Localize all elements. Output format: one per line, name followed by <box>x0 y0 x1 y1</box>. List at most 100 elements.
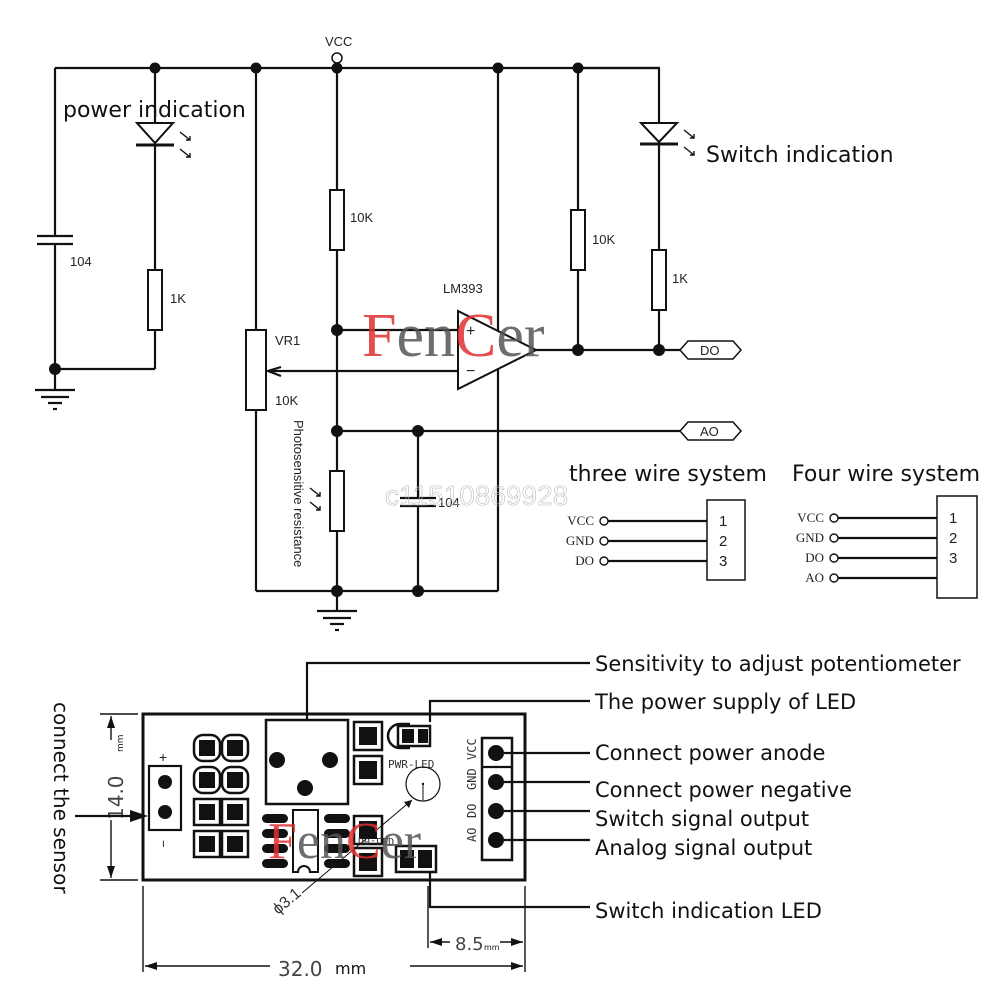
watermark-part: en <box>396 302 455 370</box>
width-dimension: 32.0 mm <box>142 886 526 981</box>
svg-text:DO: DO <box>700 343 720 358</box>
photoresistor-label: Photosensitive resistance <box>291 420 306 567</box>
pot-value: 10K <box>275 393 298 408</box>
pin-header <box>480 736 514 862</box>
watermark-part: C <box>455 302 496 370</box>
three-wire-pin-label: VCC <box>567 513 594 528</box>
callout-label: The power supply of LED <box>594 690 856 714</box>
four-wire-pin-label: VCC <box>797 510 824 525</box>
pwr-led-silk: PWR-LED <box>388 758 434 771</box>
height-value: 14.0 <box>104 775 128 820</box>
three-wire-title: three wire system <box>569 462 767 487</box>
pwr-led-footprint <box>386 722 432 750</box>
terminal-icon <box>599 536 609 546</box>
vcc-terminal-icon <box>331 52 343 64</box>
pin-silk-label: VCC <box>465 738 479 760</box>
faint-id-watermark: c11510869928 <box>385 480 568 511</box>
callout-label: Connect power negative <box>595 778 852 802</box>
r-power-led-value: 1K <box>170 291 186 306</box>
watermark-part: C <box>346 813 381 870</box>
pin-silk-label: AO <box>465 828 479 842</box>
ground-icon-left <box>35 369 75 411</box>
light-divider: 10K Photosensitive resistance <box>291 68 680 591</box>
photoresistor <box>329 470 345 532</box>
pin-silk-label: GND <box>465 768 479 790</box>
callout-label: Switch indication LED <box>595 899 822 923</box>
ao-port: AO <box>678 421 743 441</box>
svg-text:AO: AO <box>700 424 719 439</box>
hole-dimension: ϕ3.1 <box>270 885 305 918</box>
cap-left-value: 104 <box>70 254 92 269</box>
connect-sensor-label: connect the sensor <box>49 702 73 894</box>
three-wire-pin-label: DO <box>575 553 594 568</box>
r-pullup-value: 10K <box>592 232 615 247</box>
fencer-watermark-board: FenCer <box>268 813 421 870</box>
four-wire-connector <box>936 495 978 599</box>
d0-led-silk: D0-LED <box>358 835 394 846</box>
three-wire-pin-number: 2 <box>719 533 727 550</box>
svg-text:mm: mm <box>484 943 500 952</box>
svg-text:FenCer: FenCer <box>268 813 421 870</box>
svg-text:FenCer: FenCer <box>362 302 545 370</box>
callout-label: Sensitivity to adjust potentiometer <box>595 652 961 676</box>
sensor-arrow: connect the sensor <box>49 702 148 894</box>
four-wire-pin-label: DO <box>805 550 824 565</box>
potentiometer-vr1: VR1 10K <box>245 68 460 591</box>
four-wire-title: Four wire system <box>792 462 980 487</box>
pin-silk-label: DO <box>465 804 479 818</box>
power-led-icon <box>134 122 176 145</box>
terminal-icon <box>829 513 839 523</box>
four-wire-pin-label: AO <box>805 570 824 585</box>
power-indication-label: power indication <box>63 98 246 123</box>
watermark-part: er <box>496 302 545 370</box>
do-port: DO <box>678 340 743 360</box>
svg-text:−: − <box>466 363 475 380</box>
pot-label: VR1 <box>275 333 300 348</box>
r-divider-value: 10K <box>350 210 373 225</box>
callout-leaders <box>305 661 590 909</box>
comparator-icon <box>457 309 539 391</box>
three-wire-pin-number: 1 <box>719 513 727 530</box>
terminal-icon <box>829 533 839 543</box>
pin-offset-dimension: 8.5 mm <box>427 886 523 955</box>
vcc-rail: VCC <box>55 34 660 74</box>
vcc-label: VCC <box>325 34 352 49</box>
four-wire-pin-number: 3 <box>949 550 957 567</box>
three-wire-pin-number: 3 <box>719 553 727 570</box>
comparator-label: LM393 <box>443 281 483 296</box>
callout-label: Switch signal output <box>595 807 809 831</box>
callout-label: Connect power anode <box>595 741 825 765</box>
width-value: 32.0 <box>278 957 323 981</box>
light-arrows-icon <box>309 487 321 511</box>
four-wire-pin-number: 2 <box>949 530 957 547</box>
decoupling-capacitor: 104 <box>37 68 92 369</box>
light-emit-arrows-icon <box>179 131 191 158</box>
svg-text:mm: mm <box>335 959 366 978</box>
pullup-resistor: 10K <box>570 68 615 350</box>
watermark-part: F <box>268 813 297 870</box>
three-wire-connector <box>706 499 746 581</box>
smd-pads-left <box>192 733 250 859</box>
svg-text:mm: mm <box>116 734 126 752</box>
four-wire-system: Four wire system VCC GND DO AO 1 2 3 <box>792 462 980 599</box>
mounting-hole <box>405 766 441 802</box>
height-dimension: 14.0 mm <box>100 713 138 881</box>
ground-icon-bottom <box>317 591 357 632</box>
terminal-icon <box>599 516 609 526</box>
resistor-power-led <box>147 269 163 331</box>
pcb-board: + − <box>141 712 527 918</box>
callout-label: Analog signal output <box>595 836 812 860</box>
four-wire-pin-label: GND <box>796 530 824 545</box>
svg-text:+: + <box>466 323 475 340</box>
svg-text:+: + <box>159 749 167 765</box>
resistor-10k-divider <box>329 189 345 251</box>
svg-text:−: − <box>156 840 171 848</box>
four-wire-pin-number: 1 <box>949 510 957 527</box>
power-led-branch: 1K power indication <box>35 68 246 411</box>
three-wire-pin-label: GND <box>566 533 594 548</box>
terminal-icon <box>829 553 839 563</box>
watermark-part: er <box>381 813 421 870</box>
pin-offset-value: 8.5 <box>455 934 484 955</box>
